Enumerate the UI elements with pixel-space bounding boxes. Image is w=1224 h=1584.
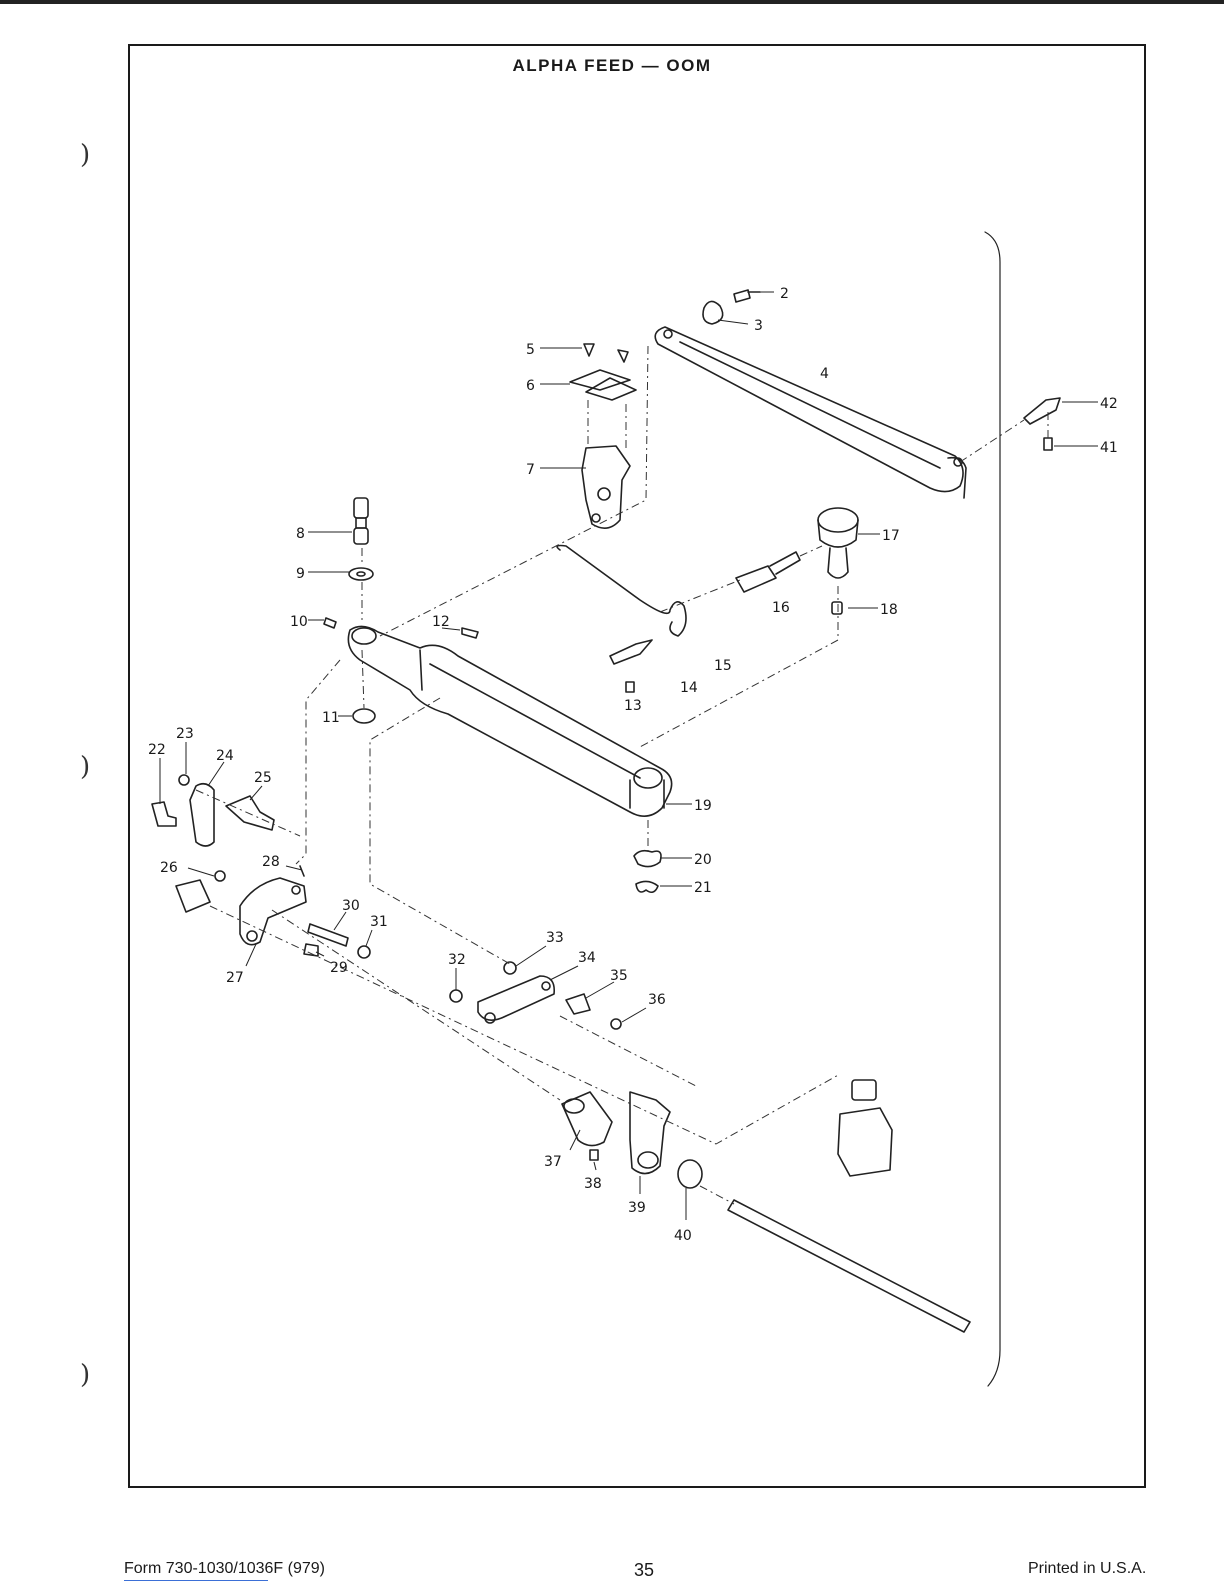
callout-5: 5: [526, 342, 535, 358]
callout-34: 34: [578, 950, 596, 966]
callout-39: 39: [628, 1200, 646, 1216]
callout-22: 22: [148, 742, 166, 758]
callout-19: 19: [694, 798, 712, 814]
callout-6: 6: [526, 378, 535, 394]
callout-13: 13: [624, 698, 642, 714]
callout-26: 26: [160, 860, 178, 876]
callout-33: 33: [546, 930, 564, 946]
callout-21: 21: [694, 880, 712, 896]
callout-3: 3: [754, 318, 763, 334]
callout-30: 30: [342, 898, 360, 914]
page-link-underline: [124, 1580, 268, 1581]
callout-29: 29: [330, 960, 348, 976]
callout-8: 8: [296, 526, 305, 542]
printed-note: Printed in U.S.A.: [1028, 1560, 1146, 1578]
callout-4: 4: [820, 366, 829, 382]
callout-32: 32: [448, 952, 466, 968]
callout-20: 20: [694, 852, 712, 868]
callout-10: 10: [290, 614, 308, 630]
callout-42: 42: [1100, 396, 1118, 412]
callout-37: 37: [544, 1154, 562, 1170]
callout-17: 17: [882, 528, 900, 544]
callout-9: 9: [296, 566, 305, 582]
callout-11: 11: [322, 710, 340, 726]
callout-7: 7: [526, 462, 535, 478]
callout-2: 2: [780, 286, 789, 302]
callout-28: 28: [262, 854, 280, 870]
callout-24: 24: [216, 748, 234, 764]
callout-12: 12: [432, 614, 450, 630]
callout-25: 25: [254, 770, 272, 786]
callout-36: 36: [648, 992, 666, 1008]
callout-16: 16: [772, 600, 790, 616]
callout-15: 15: [714, 658, 732, 674]
callout-23: 23: [176, 726, 194, 742]
callout-14: 14: [680, 680, 698, 696]
callout-38: 38: [584, 1176, 602, 1192]
callout-27: 27: [226, 970, 244, 986]
callout-35: 35: [610, 968, 628, 984]
callout-18: 18: [880, 602, 898, 618]
callout-41: 41: [1100, 440, 1118, 456]
callout-31: 31: [370, 914, 388, 930]
callout-40: 40: [674, 1228, 692, 1244]
